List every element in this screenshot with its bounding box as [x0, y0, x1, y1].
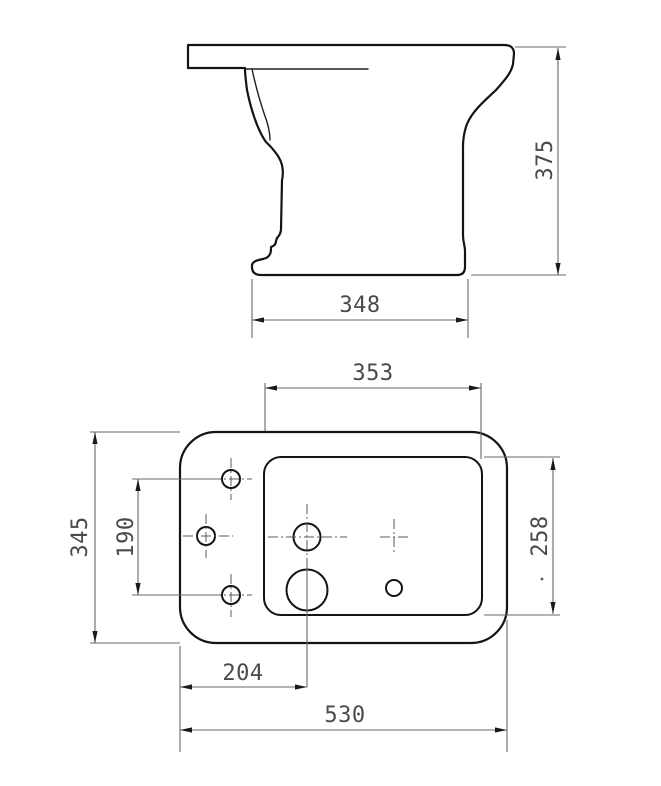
mounting-hole-bottom	[221, 585, 241, 605]
dim-height-label: 375	[533, 139, 558, 180]
dim-overall-depth-345: 345	[68, 431, 180, 644]
dim-overall-width-530: 530	[180, 620, 508, 752]
front-wall-inner-line	[251, 68, 271, 141]
dim-drain-offset-label: 204	[222, 661, 263, 686]
side-view: 375 348	[186, 43, 566, 338]
dim-overall-depth-label: 345	[68, 516, 93, 557]
overflow-hole	[385, 579, 403, 597]
center-mark	[380, 519, 409, 553]
mounting-holes	[183, 458, 252, 617]
mounting-hole-top	[221, 469, 241, 489]
dim-basin-depth-258: 258	[484, 456, 560, 616]
dim-height-375: 375	[471, 46, 566, 276]
dim-basin-depth-label: 258	[528, 515, 553, 556]
dim-basin-width-353: 353	[264, 361, 482, 459]
basin-features	[268, 504, 544, 687]
dim-hole-spacing-190: 190	[114, 478, 219, 596]
stray-dot	[540, 577, 544, 581]
dim-base-depth-348: 348	[251, 279, 469, 338]
dim-hole-spacing-label: 190	[114, 516, 139, 557]
dim-basin-width-label: 353	[352, 361, 393, 386]
dim-overall-width-label: 530	[324, 703, 365, 728]
dim-base-depth-label: 348	[339, 293, 380, 318]
plan-view: 353 345 190	[68, 361, 560, 752]
plan-outer-rim	[178, 430, 509, 645]
side-profile-outline	[186, 43, 516, 277]
dim-drain-offset-204: 204	[179, 646, 307, 752]
plan-basin-rim	[263, 456, 483, 616]
